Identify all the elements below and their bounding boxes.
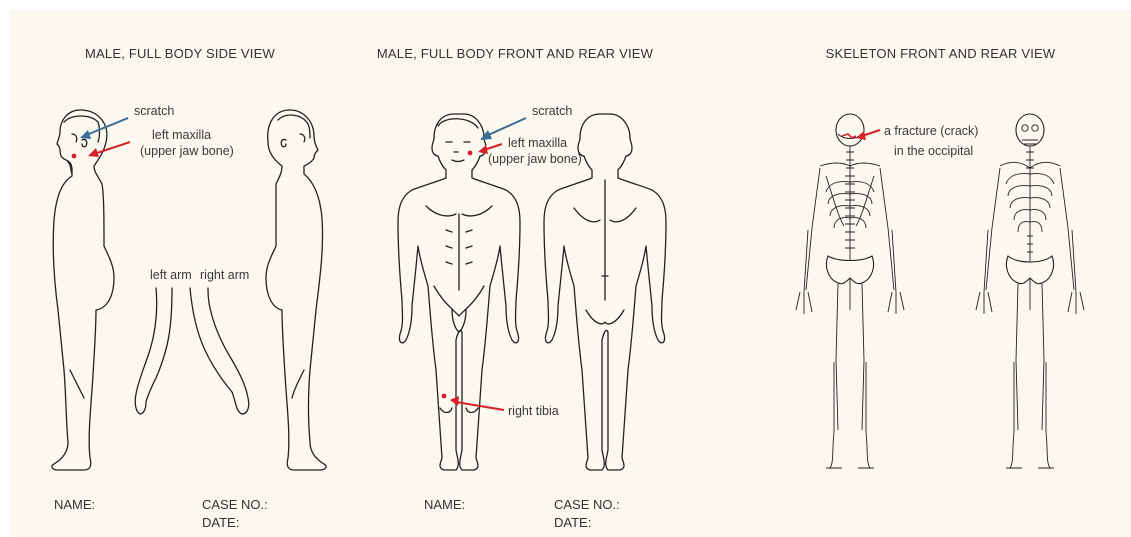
front-tibia-arrow — [442, 394, 504, 410]
label-occipital: in the occipital — [894, 144, 973, 159]
name-field-label: NAME: — [424, 496, 465, 513]
label-upper-jaw: (upper jaw bone) — [140, 144, 234, 159]
name-field-label: NAME: — [54, 496, 95, 513]
label-left-maxilla: left maxilla — [152, 128, 211, 143]
label-fracture: a fracture (crack) — [884, 124, 978, 139]
skeleton-front — [976, 114, 1084, 468]
front-rear-figures — [360, 10, 740, 537]
panel-skeleton-view: SKELETON FRONT AND REAR VIEW — [750, 10, 1131, 537]
detached-arms — [135, 288, 249, 414]
date-label: DATE: — [554, 514, 591, 531]
label-upper-jaw: (upper jaw bone) — [488, 152, 582, 167]
case-number-label: CASE NO.: — [554, 496, 620, 513]
skeleton-figures — [750, 10, 1131, 537]
side-figure-facing-right — [266, 110, 326, 470]
label-scratch: scratch — [134, 104, 174, 119]
front-figure — [398, 114, 520, 470]
panel-front-rear-view: MALE, FULL BODY FRONT AND REAR VIEW — [360, 10, 740, 537]
label-right-arm: right arm — [200, 268, 249, 283]
label-left-arm: left arm — [150, 268, 192, 283]
case-number-label: CASE NO.: — [202, 496, 268, 513]
skeleton-rear — [796, 114, 904, 468]
side-figure-facing-left — [52, 110, 114, 470]
rear-figure — [544, 114, 666, 470]
panel-side-view: MALE, FULL BODY SIDE VIEW — [10, 10, 350, 537]
label-left-maxilla: left maxilla — [508, 136, 567, 151]
label-right-tibia: right tibia — [508, 404, 559, 419]
label-scratch: scratch — [532, 104, 572, 119]
side-scratch-arrow — [80, 118, 128, 139]
date-label: DATE: — [202, 514, 239, 531]
body-diagram-sheet: MALE, FULL BODY SIDE VIEW — [10, 10, 1131, 537]
